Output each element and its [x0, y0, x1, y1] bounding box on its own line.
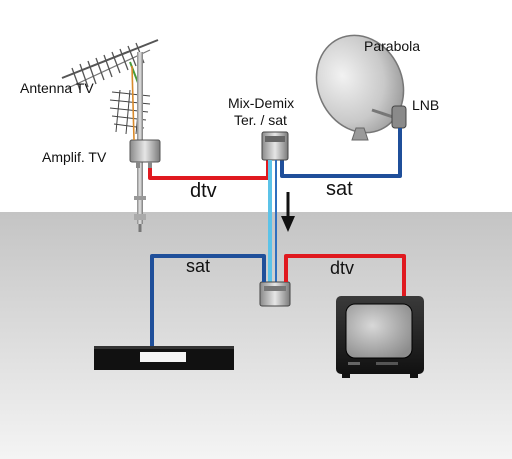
down-arrow-icon	[281, 192, 295, 232]
satellite-receiver	[94, 346, 234, 370]
dtv-cable-top	[148, 160, 270, 180]
sat-bottom-label: sat	[186, 256, 211, 276]
dtv-top-label: dtv	[190, 180, 217, 202]
parabola-dish	[315, 34, 407, 141]
floor-area	[0, 212, 512, 459]
dtv-cable-bottom	[284, 254, 406, 298]
amplifier-box	[129, 139, 161, 163]
mixdemix-label-line2: Ter. / sat	[234, 112, 287, 128]
sat-top-label: sat	[326, 178, 353, 200]
tv-set	[336, 296, 424, 378]
antenna-label: Antenna TV	[20, 80, 94, 96]
antenna-tv	[61, 39, 161, 232]
sat-cable-bottom	[150, 254, 266, 348]
parabola-label: Parabola	[364, 38, 421, 54]
dtv-bottom-label: dtv	[330, 258, 355, 278]
lnb-label: LNB	[412, 97, 440, 113]
mixdemix-label-line1: Mix-Demix	[228, 95, 295, 111]
sat-cable-top	[280, 128, 402, 178]
amplifier-label: Amplif. TV	[42, 149, 107, 165]
mixdemix-bottom	[259, 281, 291, 307]
lnb-unit	[391, 105, 407, 129]
